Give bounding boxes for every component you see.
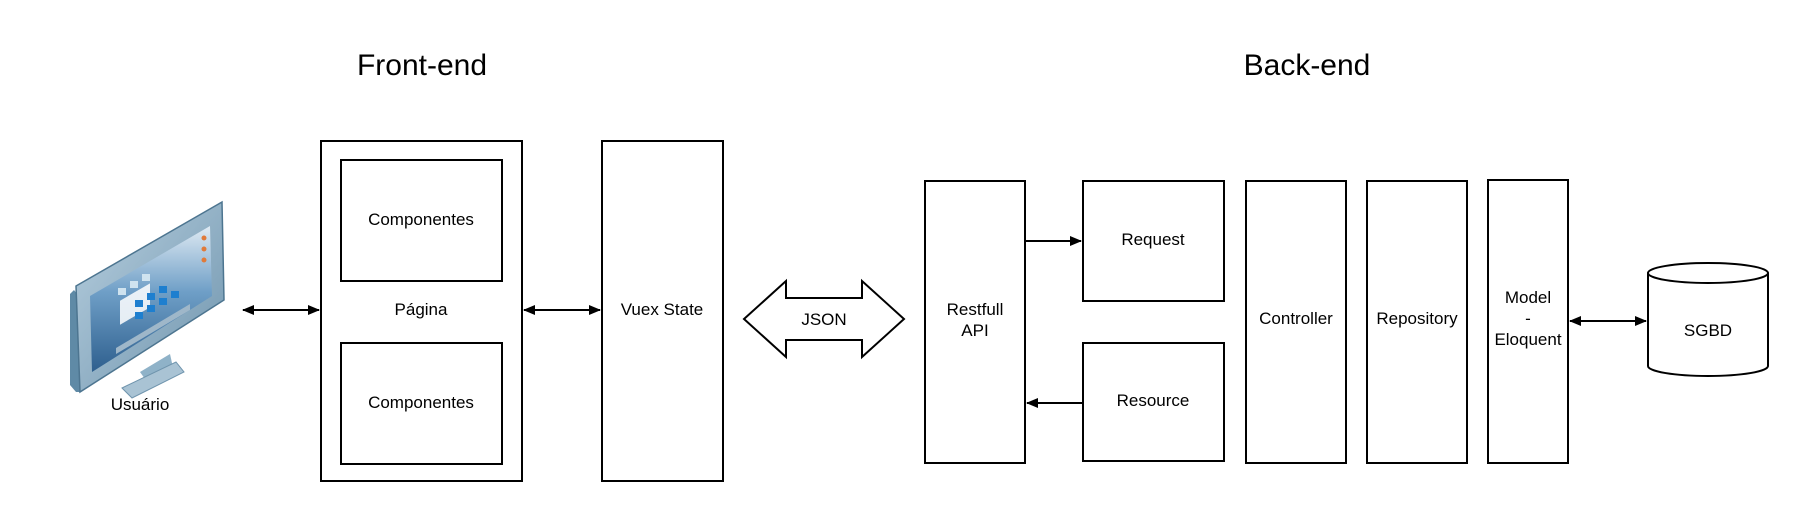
computer-icon xyxy=(70,200,225,399)
component-box-bottom xyxy=(340,342,503,465)
vuex-state-label: Vuex State xyxy=(621,300,704,319)
repository-box xyxy=(1366,180,1468,464)
vuex-state-box xyxy=(601,140,724,482)
resource-label: Resource xyxy=(1117,391,1190,410)
page-label: Página xyxy=(395,300,448,319)
restful-api-box xyxy=(924,180,1026,464)
user-label: Usuário xyxy=(111,395,170,414)
request-box xyxy=(1082,180,1225,302)
json-double-arrow xyxy=(742,278,906,360)
restful-api-label-line1: Restfull xyxy=(947,300,1004,319)
controller-label: Controller xyxy=(1259,309,1333,328)
model-label-line2: - xyxy=(1525,309,1531,328)
component-box-top xyxy=(340,159,503,282)
component-label-top: Componentes xyxy=(368,210,474,229)
restful-api-label-line2: API xyxy=(961,321,988,340)
frontend-header: Front-end xyxy=(357,49,487,82)
model-eloquent-box xyxy=(1487,179,1569,464)
json-label: JSON xyxy=(801,310,846,329)
resource-box xyxy=(1082,342,1225,462)
database-cylinder-icon xyxy=(1647,262,1769,377)
model-label-line3: Eloquent xyxy=(1494,330,1561,349)
repository-label: Repository xyxy=(1376,309,1458,328)
model-label-line1: Model xyxy=(1505,288,1551,307)
backend-header: Back-end xyxy=(1244,49,1371,82)
request-label: Request xyxy=(1121,230,1185,249)
controller-box xyxy=(1245,180,1347,464)
sgbd-label: SGBD xyxy=(1684,321,1732,340)
component-label-bottom: Componentes xyxy=(368,393,474,412)
